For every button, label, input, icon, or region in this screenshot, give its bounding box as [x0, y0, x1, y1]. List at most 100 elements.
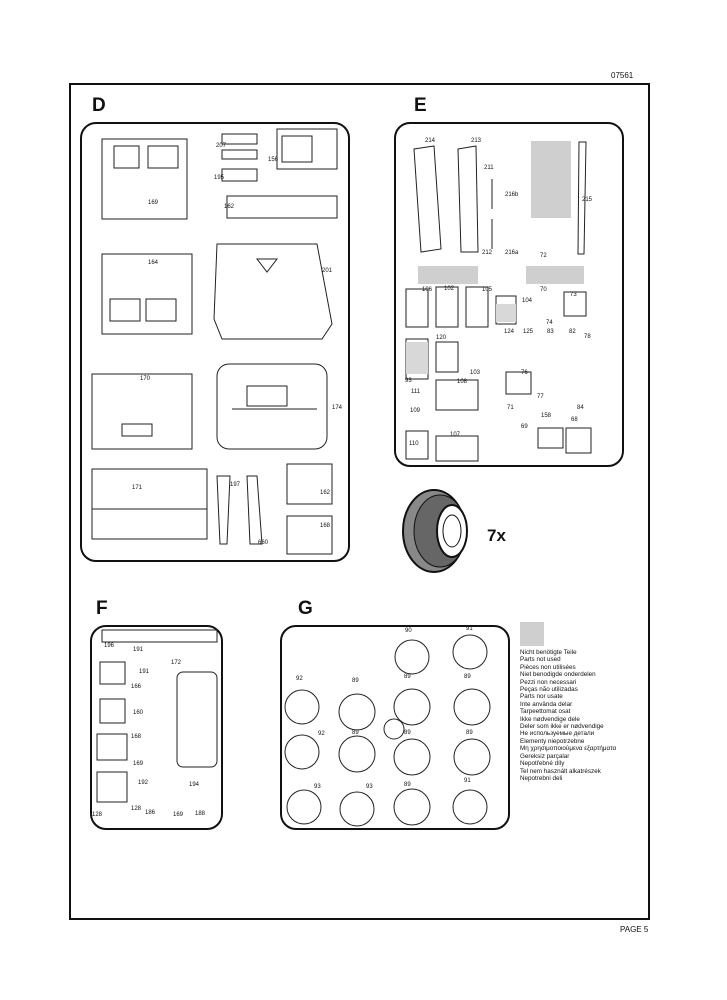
part-label: 192 [138, 780, 149, 786]
part-label: 89 [352, 678, 359, 684]
part-label: 78 [584, 334, 591, 340]
legend-line: Не используемые детали [520, 730, 595, 738]
panel-g-drawing [284, 634, 491, 827]
part-label: 169 [173, 812, 184, 818]
legend-line: Pezzi non necessari [520, 678, 577, 686]
page-frame [69, 83, 650, 920]
legend-line: Elementy niepotrzebne [520, 737, 585, 745]
part-label: 216a [505, 250, 519, 256]
part-label: 92 [296, 676, 303, 682]
part-label: 72 [540, 253, 547, 259]
part-label: 124 [504, 329, 515, 335]
part-label: 91 [466, 626, 473, 632]
part-label: 110 [409, 441, 419, 447]
part-label: 197 [230, 482, 241, 488]
part-label: 191 [139, 669, 150, 675]
part-label: 73 [570, 292, 577, 298]
part-label: 174 [332, 405, 343, 411]
part-label: 195 [214, 175, 225, 181]
part-label: 69 [521, 424, 528, 430]
sprue-panel-d [80, 122, 350, 562]
part-label: 106 [422, 287, 433, 293]
legend-line: Nicht benötigte Teile [520, 649, 577, 656]
tire-quantity: 7x [487, 526, 506, 545]
part-label: 214 [425, 138, 436, 144]
sprue-panel-e [394, 122, 624, 467]
part-label: 212 [482, 250, 493, 256]
part-label: 120 [436, 335, 447, 341]
part-label: 211 [484, 165, 494, 171]
part-label: 82 [569, 329, 576, 335]
part-label: 186 [145, 810, 156, 816]
legend-line: Niet benodigde onderdelen [520, 671, 596, 679]
part-label: 169 [148, 200, 159, 206]
part-label: 111 [411, 389, 421, 395]
part-label: 105 [482, 287, 493, 293]
part-label: 89 [404, 730, 411, 736]
part-label: 660 [258, 540, 269, 546]
part-label: 201 [322, 268, 333, 274]
legend-line: Tarpeettomat osat [520, 708, 571, 716]
part-label: 162 [224, 204, 235, 210]
part-label: 89 [464, 674, 471, 680]
part-label: 103 [470, 370, 481, 376]
panel-e-drawing [405, 141, 592, 462]
part-label: 74 [546, 320, 553, 326]
legend-line: Ikke nødvendige dele [520, 715, 580, 723]
part-label: 76 [521, 370, 528, 376]
part-label: 128 [131, 806, 142, 812]
section-e-title: E [414, 95, 427, 116]
part-label: 213 [471, 138, 482, 144]
part-label: 216b [505, 192, 519, 198]
part-label: 93 [314, 784, 321, 790]
catalog-code: 07561 [611, 71, 634, 80]
part-label: 71 [507, 405, 514, 411]
part-label: 194 [189, 782, 200, 788]
part-label: 191 [133, 647, 144, 653]
part-label: 125 [523, 329, 534, 335]
part-label: 93 [366, 784, 373, 790]
part-label: 89 [352, 730, 359, 736]
part-label: 89 [466, 730, 473, 736]
section-f-title: F [96, 598, 108, 619]
part-label: 188 [195, 811, 206, 817]
part-label: 109 [410, 408, 421, 414]
unused-parts-legend: Nicht benötigte Teile Parts not used Piè… [520, 622, 630, 782]
part-label: 92 [318, 731, 325, 737]
section-d-title: D [92, 95, 106, 116]
legend-line: Inte använda delar [520, 700, 573, 708]
part-label: 162 [320, 490, 331, 496]
legend-line: Μη χρησιμοποιούμενα εξαρτήματα [520, 745, 617, 753]
sprue-panel-f [90, 625, 223, 830]
legend-line: Nepotrebni deli [520, 774, 563, 782]
part-label: 171 [132, 485, 143, 491]
part-label: 164 [148, 260, 159, 266]
part-label: 215 [582, 197, 593, 203]
legend-line: Peças não utilizadas [520, 686, 578, 694]
part-label: 91 [464, 778, 471, 784]
part-label: 168 [320, 523, 331, 529]
part-label: 170 [140, 376, 151, 382]
part-label: 156 [268, 157, 279, 163]
part-label: 89 [404, 674, 411, 680]
part-label: 158 [541, 413, 552, 419]
legend-line: Nepotřebné díly [520, 760, 565, 768]
part-label: 108 [457, 379, 468, 385]
part-label: 89 [404, 782, 411, 788]
panel-d-drawing [91, 128, 338, 555]
part-label: 90 [405, 628, 412, 634]
part-label: 160 [133, 710, 144, 716]
part-label: 77 [537, 394, 544, 400]
sprue-panel-g [280, 625, 510, 830]
part-label: 68 [571, 417, 578, 423]
part-label: 128 [92, 812, 103, 818]
part-label: 70 [540, 287, 547, 293]
part-label: 83 [547, 329, 554, 335]
legend-line: Deler som ikke er nødvendige [520, 723, 604, 731]
part-label: 172 [171, 660, 182, 666]
part-label: 196 [104, 643, 115, 649]
part-label: 104 [522, 298, 533, 304]
legend-line: Gereksiz parçalar [520, 752, 570, 760]
part-label: 168 [131, 734, 142, 740]
part-label: 169 [133, 761, 144, 767]
